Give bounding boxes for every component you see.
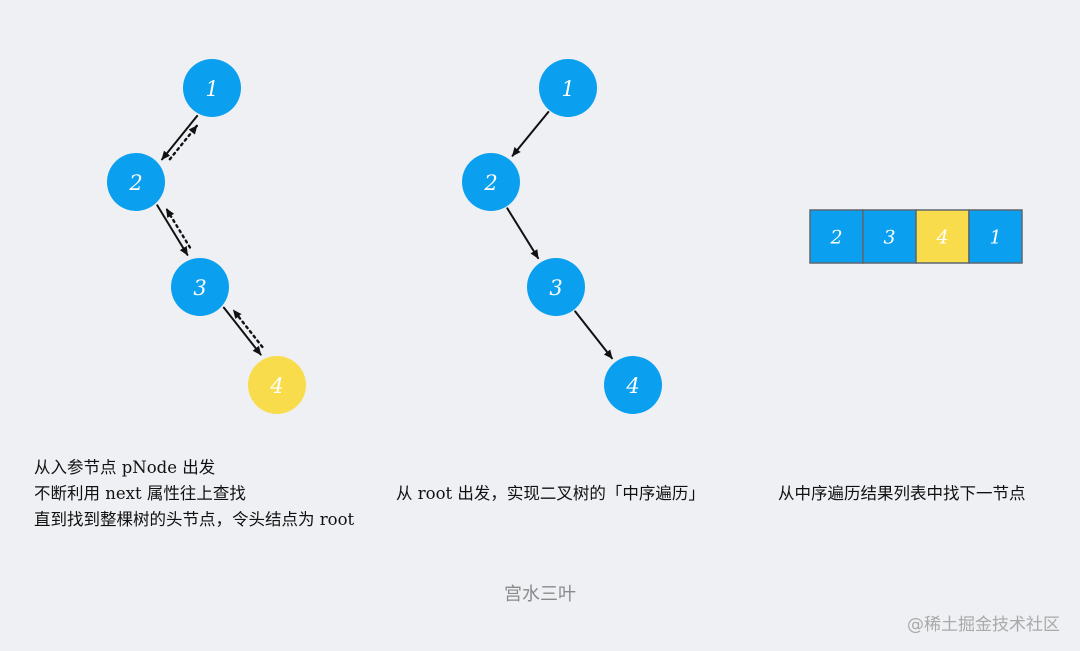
dotted-next-arrow-4-to-3 (232, 309, 264, 349)
left-caption-line-2: 不断利用 next 属性往上查找 (34, 484, 246, 503)
edge-arrow-2-to-3 (506, 207, 540, 260)
edge-arrow-3-to-4 (574, 310, 613, 360)
right-caption: 从中序遍历结果列表中找下一节点 (778, 484, 1026, 503)
left-caption: 从入参节点 pNode 出发 不断利用 next 属性往上查找 直到找到整棵树的… (34, 455, 354, 533)
middle-tree: 1 2 3 4 (462, 59, 662, 414)
tree-node-2 (462, 153, 520, 211)
left-caption-line-1: 从入参节点 pNode 出发 (34, 458, 216, 477)
tree-node-3 (171, 258, 229, 316)
tree-node-label-3: 3 (549, 276, 562, 300)
tree-node-3 (527, 258, 585, 316)
left-tree: 1 2 3 4 (107, 59, 306, 414)
array-cell-label-2: 3 (883, 227, 895, 249)
tree-node-label-1: 1 (205, 77, 218, 101)
tree-node-label-4: 4 (625, 374, 639, 398)
tree-node-label-2: 2 (483, 171, 497, 195)
middle-caption: 从 root 出发，实现二叉树的「中序遍历」 (396, 484, 705, 503)
edge-arrow-3-to-4 (222, 306, 262, 356)
array-cell-label-4: 1 (989, 227, 1001, 249)
edge-arrow-2-to-3 (156, 204, 189, 256)
dotted-next-arrow-2-to-1 (168, 124, 199, 161)
edge-arrow-1-to-2 (511, 110, 550, 157)
dotted-next-arrow-3-to-2 (165, 207, 192, 249)
tree-node-1 (183, 59, 241, 117)
tree-node-label-3: 3 (193, 276, 206, 300)
tree-node-label-1: 1 (561, 77, 574, 101)
array-cell-label-1: 2 (829, 227, 842, 249)
watermark: @稀土掘金技术社区 (907, 615, 1060, 635)
inorder-result-array: 2 3 4 1 (809, 209, 1023, 264)
edge-arrow-1-to-2 (161, 114, 199, 161)
author-signature: 宫水三叶 (504, 584, 576, 605)
tree-node-2 (107, 153, 165, 211)
array-cell-4 (968, 209, 1023, 264)
array-cell-label-3: 4 (935, 227, 948, 249)
tree-node-4 (248, 356, 306, 414)
left-caption-line-3: 直到找到整棵树的头节点，令头结点为 root (34, 510, 355, 529)
tree-node-label-2: 2 (128, 171, 142, 195)
tree-node-label-4: 4 (269, 374, 283, 398)
tree-node-1 (539, 59, 597, 117)
tree-node-4 (604, 356, 662, 414)
